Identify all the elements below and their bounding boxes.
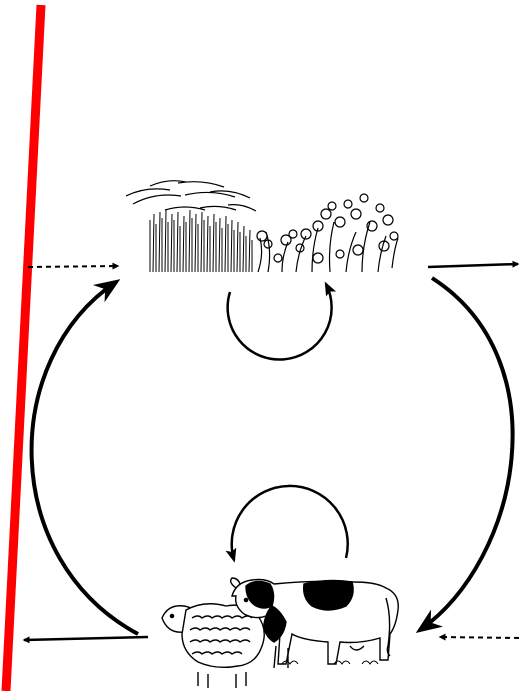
livestock-recycle-arrow bbox=[232, 486, 348, 560]
livestock-output-arrow bbox=[24, 637, 148, 640]
livestock-to-pasture-arrow bbox=[32, 282, 138, 634]
grass-stems bbox=[150, 210, 252, 272]
sheep-and-cow-illustration bbox=[162, 578, 398, 688]
farm-boundary-line bbox=[6, 5, 41, 691]
grass-and-clover-illustration bbox=[126, 181, 398, 272]
grass-seedheads bbox=[126, 181, 256, 211]
clover-plants bbox=[257, 194, 398, 272]
external-input-to-livestock-arrow bbox=[440, 637, 519, 638]
pasture-output-arrow bbox=[428, 264, 518, 267]
pasture-to-livestock-arrow bbox=[420, 278, 513, 630]
pasture-recycle-arrow bbox=[228, 284, 332, 360]
external-input-to-pasture-arrow bbox=[28, 266, 118, 267]
